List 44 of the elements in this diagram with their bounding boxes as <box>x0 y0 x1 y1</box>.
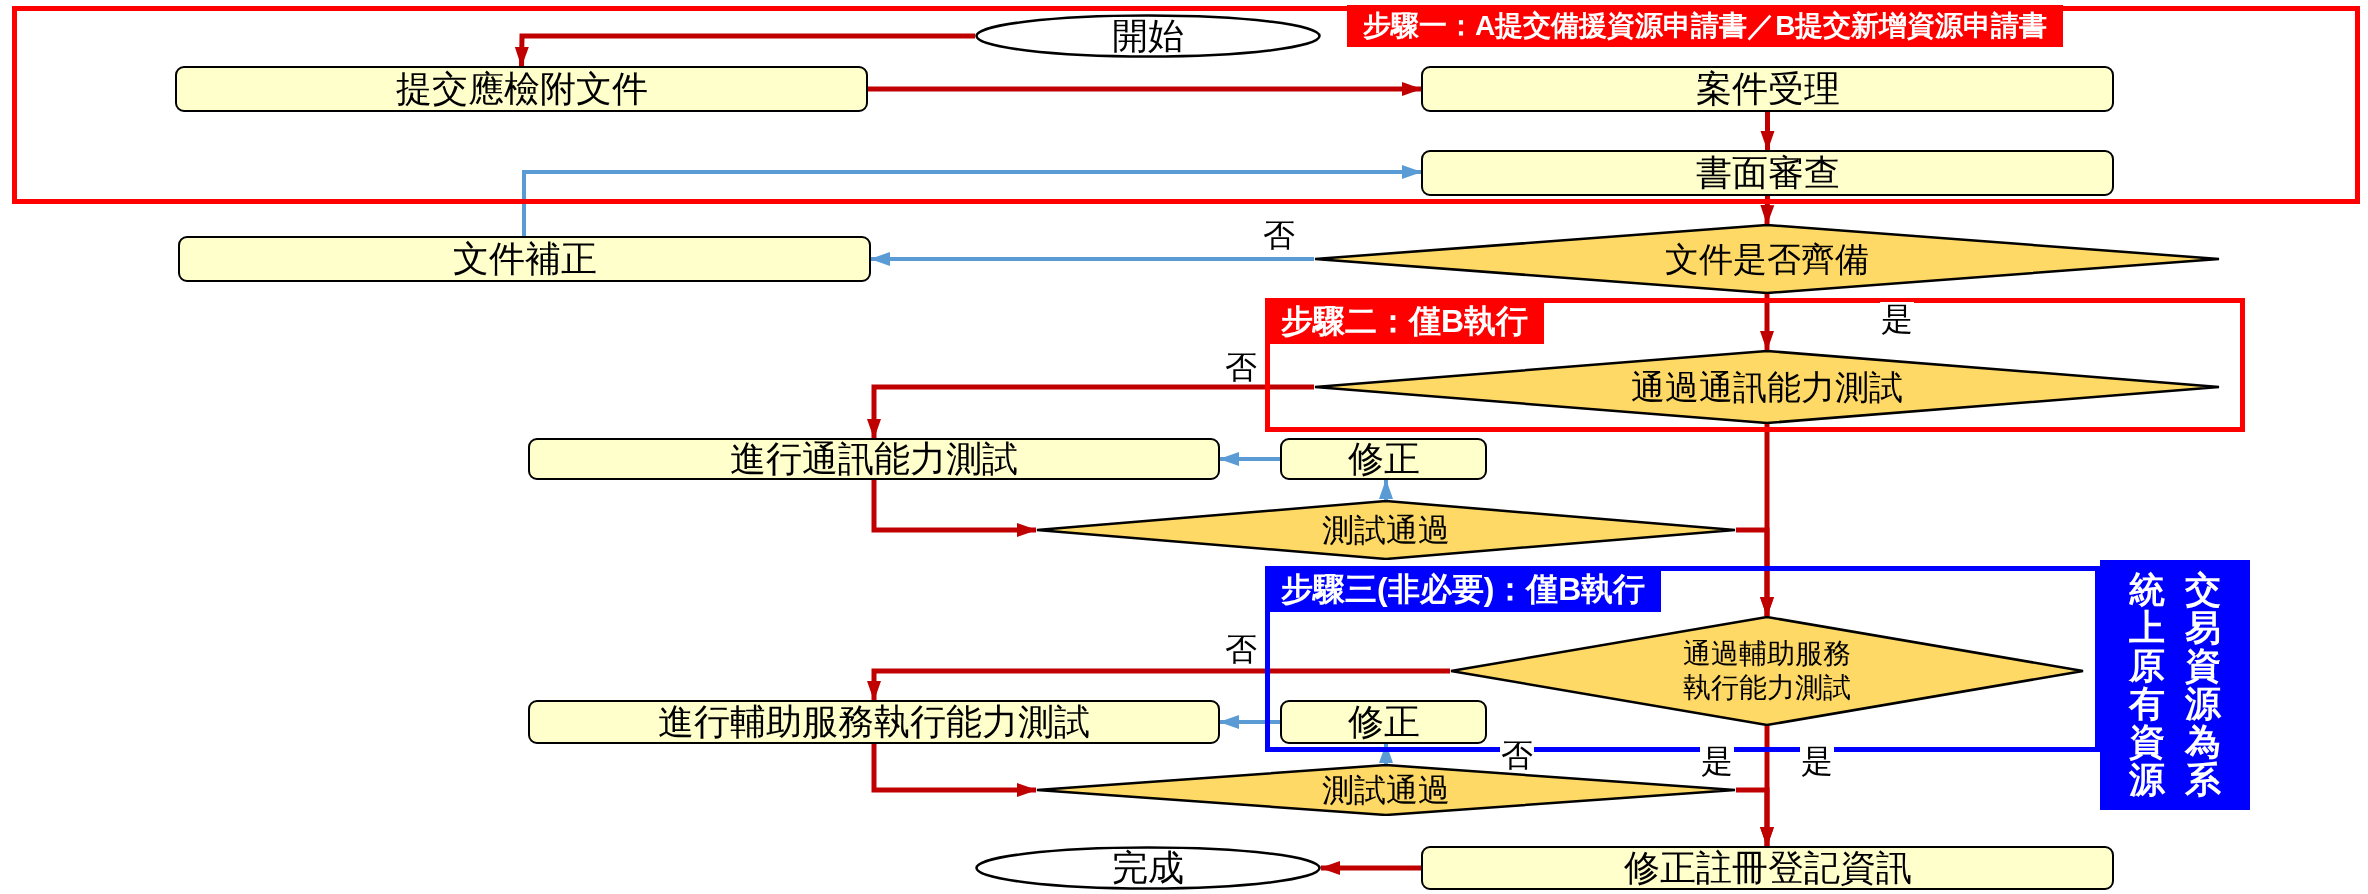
arrow <box>871 744 1037 797</box>
process-box: 修正 <box>1280 438 1487 480</box>
arrow <box>514 33 975 67</box>
process-box: 文件補正 <box>178 236 871 282</box>
arrow <box>1760 195 1775 225</box>
process-box: 進行輔助服務執行能力測試 <box>528 700 1220 744</box>
arrow <box>870 252 1314 266</box>
decision-diamond: 通過輔助服務執行能力測試 <box>1450 616 2084 726</box>
process-box: 提交應檢附文件 <box>175 66 868 112</box>
edge-label: 否 <box>1224 632 1258 666</box>
edge-label: 否 <box>1262 218 1296 252</box>
terminal-ellipse: 完成 <box>975 846 1321 890</box>
arrow <box>1320 861 1421 875</box>
arrow <box>1760 112 1775 151</box>
arrow <box>1379 743 1393 764</box>
decision-diamond: 測試通過 <box>1036 500 1736 560</box>
decision-diamond: 文件是否齊備 <box>1314 224 2220 294</box>
note-box: 交易資源為系統上原有資源 <box>2100 560 2250 810</box>
arrow <box>1760 294 1774 351</box>
arrow <box>1219 715 1280 729</box>
arrow <box>867 384 1314 439</box>
step-heading: 步驟一：A提交備援資源申請書／B提交新增資源申請書 <box>1347 5 2064 47</box>
step-frame <box>1265 298 2245 432</box>
process-box: 修正 <box>1280 700 1487 744</box>
terminal-ellipse: 開始 <box>975 14 1321 58</box>
arrow <box>1760 726 1774 847</box>
process-box: 進行通訊能力測試 <box>528 438 1220 480</box>
arrow <box>867 668 1450 701</box>
arrow <box>1736 527 1774 617</box>
process-box: 修正註冊登記資訊 <box>1421 846 2114 890</box>
edge-label: 是 <box>1800 744 1834 778</box>
arrow <box>871 480 1037 537</box>
edge-label: 否 <box>1500 738 1534 772</box>
edge-label: 是 <box>1700 744 1734 778</box>
process-box: 案件受理 <box>1421 66 2114 112</box>
process-box: 書面審查 <box>1421 150 2114 196</box>
edge-label: 否 <box>1224 350 1258 384</box>
arrow <box>522 165 1422 236</box>
arrow <box>1219 452 1280 466</box>
decision-diamond: 通過通訊能力測試 <box>1314 350 2220 424</box>
edge-label: 是 <box>1880 302 1914 336</box>
arrow <box>868 82 1422 96</box>
step-frame <box>12 6 2360 204</box>
arrow <box>1379 479 1393 500</box>
